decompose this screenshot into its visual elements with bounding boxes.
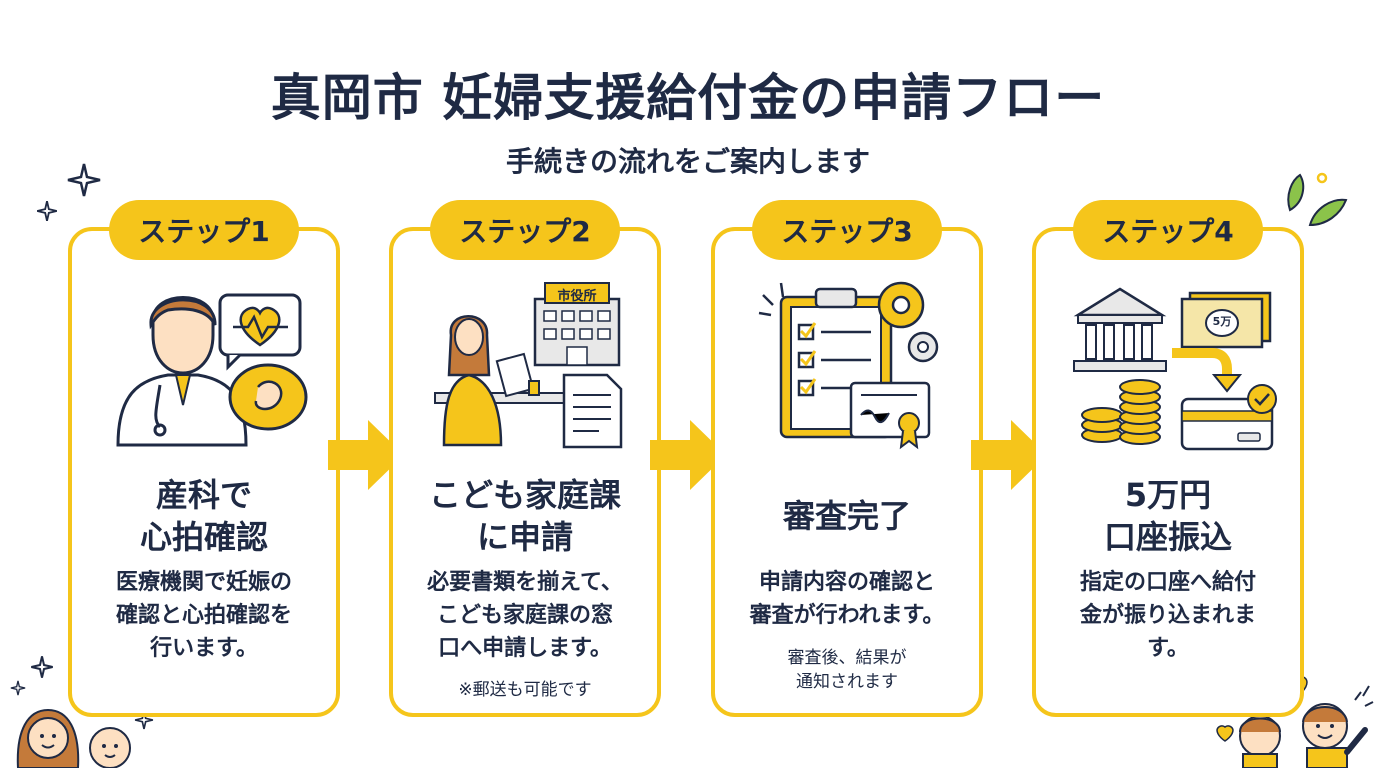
children-icon xyxy=(1216,675,1374,768)
step-4-description: 指定の口座へ給付 金が振り込まれま す。 xyxy=(1079,570,1256,661)
step-2-badge: ステップ2 xyxy=(430,200,620,260)
leaf-icon xyxy=(1287,172,1348,227)
step-3-heading: 審査完了 xyxy=(782,497,911,535)
step-1-heading: 産科で 心拍確認 xyxy=(139,476,268,556)
arrow-right-icon xyxy=(650,420,726,490)
page-title: 真岡市 妊婦支援給付金の申請フロー xyxy=(270,69,1106,127)
sparkle-icon xyxy=(134,710,154,730)
step-3-badge: ステップ3 xyxy=(752,200,942,260)
page-subtitle: 手続きの流れをご案内します xyxy=(505,145,870,178)
sparkle-icon xyxy=(31,656,53,678)
sparkle-icon xyxy=(37,201,57,221)
step-2-heading: こども家庭課 に申請 xyxy=(428,476,621,556)
checklist-review-icon xyxy=(758,281,939,450)
step-2-note: ※郵送も可能です xyxy=(458,680,592,700)
step-2-description: 必要書類を揃えて、 こども家庭課の窓 口へ申請します。 xyxy=(427,570,623,661)
step-1-description: 医療機関で妊娠の 確認と心拍確認を 行います。 xyxy=(115,570,292,661)
arrow-right-icon xyxy=(328,420,404,490)
sparkle-icon xyxy=(67,163,101,197)
step-4-heading: 5万円 口座振込 xyxy=(1103,476,1232,556)
sparkle-icon xyxy=(10,680,26,696)
bank-transfer-icon xyxy=(1073,287,1277,451)
bill-amount-label: 5万 xyxy=(1212,315,1232,328)
city-hall-sign: 市役所 xyxy=(557,289,597,304)
city-hall-application-icon xyxy=(434,282,623,449)
step-3-description: 申請内容の確認と 審査が行われます。 xyxy=(749,570,945,628)
arrow-right-icon xyxy=(971,420,1047,490)
step-4-badge: ステップ4 xyxy=(1073,200,1263,260)
mother-baby-icon xyxy=(16,708,131,768)
doctor-heartbeat-icon xyxy=(116,293,308,447)
step-3-note: 審査後、結果が 通知されます xyxy=(787,648,907,692)
step-1-badge: ステップ1 xyxy=(109,200,299,260)
